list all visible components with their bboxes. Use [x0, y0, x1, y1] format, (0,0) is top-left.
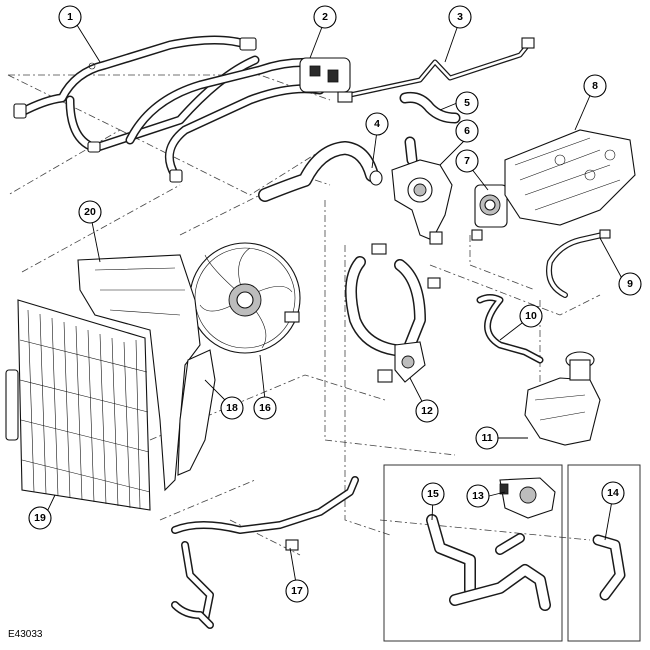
callout-3: 3 — [448, 5, 472, 29]
hose-10 — [476, 294, 544, 364]
svg-text:12: 12 — [421, 405, 433, 417]
hose-14 — [592, 534, 626, 601]
hose-9 — [546, 229, 611, 298]
callout-8: 8 — [583, 74, 607, 98]
cooling-fan-16 — [189, 242, 301, 354]
water-pump-assembly — [391, 92, 461, 245]
intake-manifold-8 — [504, 129, 636, 226]
leader-lines — [44, 24, 626, 590]
svg-text:10: 10 — [525, 310, 537, 322]
callout-9: 9 — [618, 272, 642, 296]
svg-text:19: 19 — [34, 512, 46, 524]
callout-15: 15 — [421, 482, 445, 506]
svg-text:13: 13 — [472, 490, 484, 502]
figure-code: E43033 — [8, 629, 43, 640]
expansion-tank-11 — [524, 351, 601, 446]
bypass-pipe-3 — [337, 37, 535, 103]
callout-18: 18 — [220, 396, 244, 420]
coolant-housing-7 — [471, 184, 508, 241]
callout-17: 17 — [285, 579, 309, 603]
callout-1: 1 — [58, 5, 82, 29]
inset-box-hose-14 — [567, 464, 641, 642]
top-hose-4 — [258, 141, 383, 202]
svg-text:5: 5 — [464, 97, 470, 109]
svg-text:17: 17 — [291, 585, 303, 597]
svg-text:7: 7 — [464, 155, 470, 167]
callout-11: 11 — [475, 426, 499, 450]
svg-text:16: 16 — [259, 402, 271, 414]
callout-14: 14 — [601, 481, 625, 505]
callout-5: 5 — [455, 91, 479, 115]
callout-6: 6 — [455, 119, 479, 143]
callout-19: 19 — [28, 506, 52, 530]
callout-7: 7 — [455, 149, 479, 173]
svg-text:20: 20 — [84, 206, 96, 218]
svg-text:3: 3 — [457, 11, 463, 23]
callout-4: 4 — [365, 112, 389, 136]
callout-13: 13 — [466, 484, 490, 508]
svg-text:8: 8 — [592, 80, 598, 92]
inset-box-thermostat — [383, 464, 563, 642]
callout-20: 20 — [78, 200, 102, 224]
thermostat-13 — [499, 477, 556, 519]
callout-2: 2 — [313, 5, 337, 29]
svg-text:2: 2 — [322, 11, 328, 23]
svg-text:9: 9 — [627, 278, 633, 290]
callout-12: 12 — [415, 399, 439, 423]
callout-16: 16 — [253, 396, 277, 420]
fan-shroud-20 — [77, 254, 201, 492]
svg-text:18: 18 — [226, 402, 238, 414]
svg-text:6: 6 — [464, 125, 470, 137]
lower-hoses-12 — [345, 243, 441, 383]
radiator-19 — [5, 299, 151, 511]
svg-text:11: 11 — [481, 432, 492, 444]
lower-pipe-assembly-17 — [171, 476, 359, 629]
callout-10: 10 — [519, 304, 543, 328]
hose-15 — [426, 514, 551, 611]
heater-hose-set-2 — [125, 57, 351, 183]
svg-text:14: 14 — [607, 487, 619, 499]
svg-text:4: 4 — [374, 118, 380, 130]
svg-text:15: 15 — [427, 488, 439, 500]
heater-hose-set-1 — [13, 35, 260, 153]
svg-text:1: 1 — [67, 11, 73, 23]
